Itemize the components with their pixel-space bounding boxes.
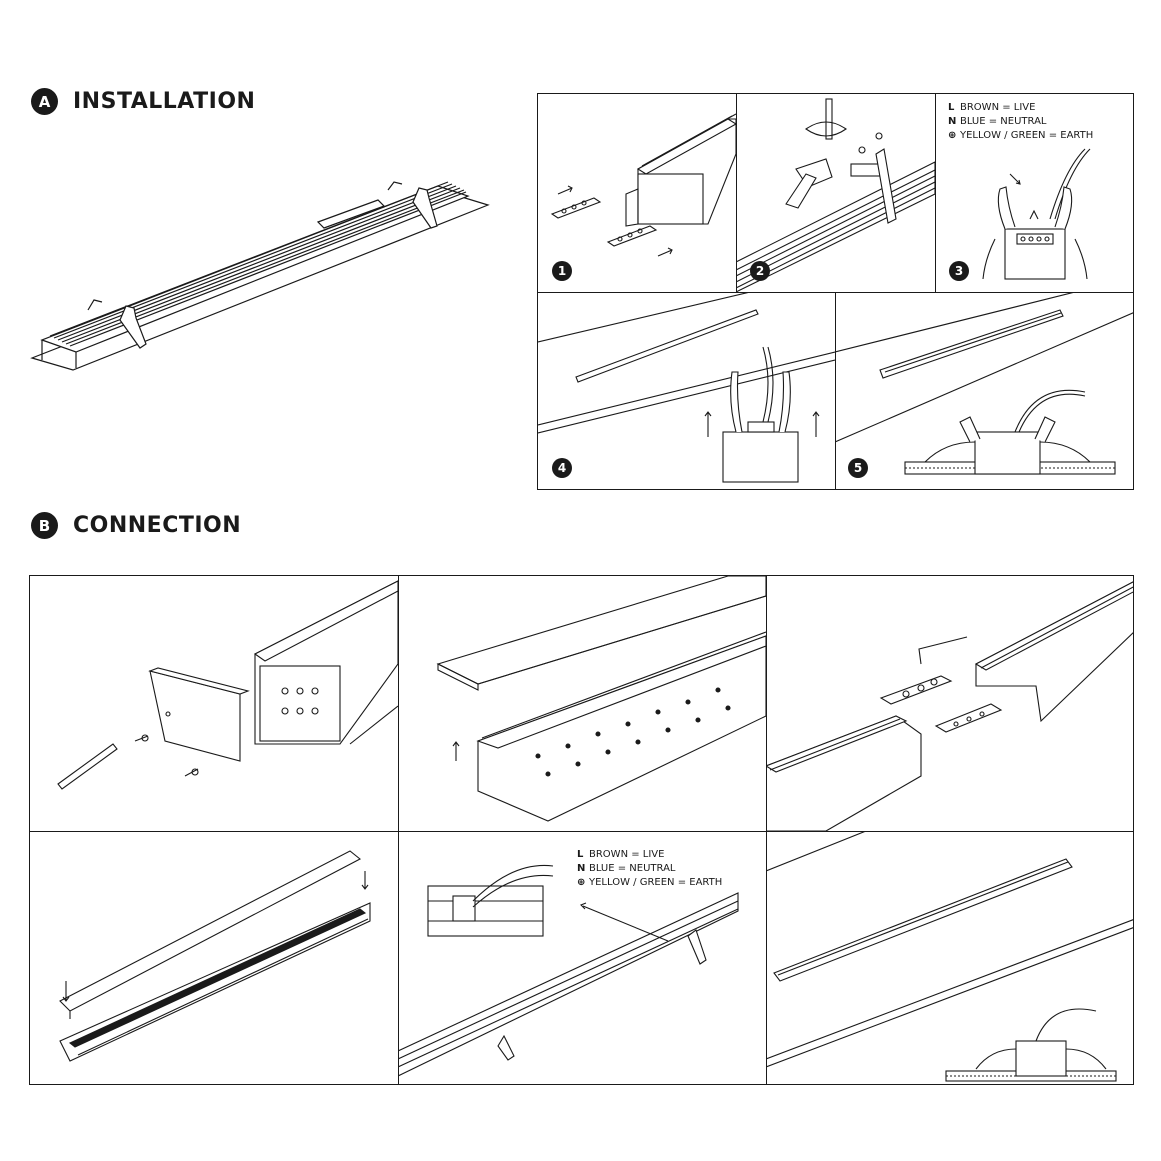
connection-title: CONNECTION: [73, 513, 242, 538]
connection-lens-illustration: [59, 850, 371, 1062]
connection-wiring-illustration: [398, 864, 739, 1077]
earth-icon: ⊕: [577, 877, 586, 888]
divider: [30, 831, 1133, 832]
step-1-illustration: [550, 113, 736, 257]
step-5-illustration: [835, 292, 1133, 475]
neutral-code: N: [577, 863, 586, 874]
connection-finished-illustration: [766, 831, 1133, 1082]
live-code: L: [577, 849, 584, 860]
step-2-number: 2: [750, 261, 770, 281]
divider: [398, 576, 399, 1084]
connection-badge: B: [31, 512, 58, 539]
neutral-text: BLUE = NEUTRAL: [589, 863, 676, 874]
step-3-illustration: [982, 148, 1091, 280]
neutral-text: BLUE = NEUTRAL: [960, 116, 1047, 127]
earth-icon: ⊕: [948, 130, 957, 141]
live-code: L: [948, 102, 955, 113]
connection-joiner-illustration: [766, 581, 1133, 831]
step-5-number: 5: [848, 458, 868, 478]
step-4-number: 4: [552, 458, 572, 478]
installation-title: INSTALLATION: [73, 89, 256, 114]
divider: [835, 292, 836, 489]
step-2-illustration: [736, 98, 935, 292]
divider: [736, 94, 737, 292]
live-text: BROWN = LIVE: [960, 102, 1036, 113]
earth-text: YELLOW / GREEN = EARTH: [960, 130, 1094, 141]
step-4-illustration: [538, 292, 835, 483]
earth-text: YELLOW / GREEN = EARTH: [589, 877, 723, 888]
connection-header: B CONNECTION: [31, 512, 241, 539]
installation-header: A INSTALLATION: [31, 88, 255, 115]
installation-overview-illustration: [30, 181, 490, 371]
connection-endcap-illustration: [57, 580, 398, 790]
divider: [935, 94, 936, 292]
installation-badge: A: [31, 88, 58, 115]
live-text: BROWN = LIVE: [589, 849, 665, 860]
neutral-code: N: [948, 116, 957, 127]
connection-cover-illustration: [436, 576, 766, 822]
step-3-number: 3: [949, 261, 969, 281]
step-1-number: 1: [552, 261, 572, 281]
installation-steps-panel: 1 2: [537, 93, 1134, 490]
